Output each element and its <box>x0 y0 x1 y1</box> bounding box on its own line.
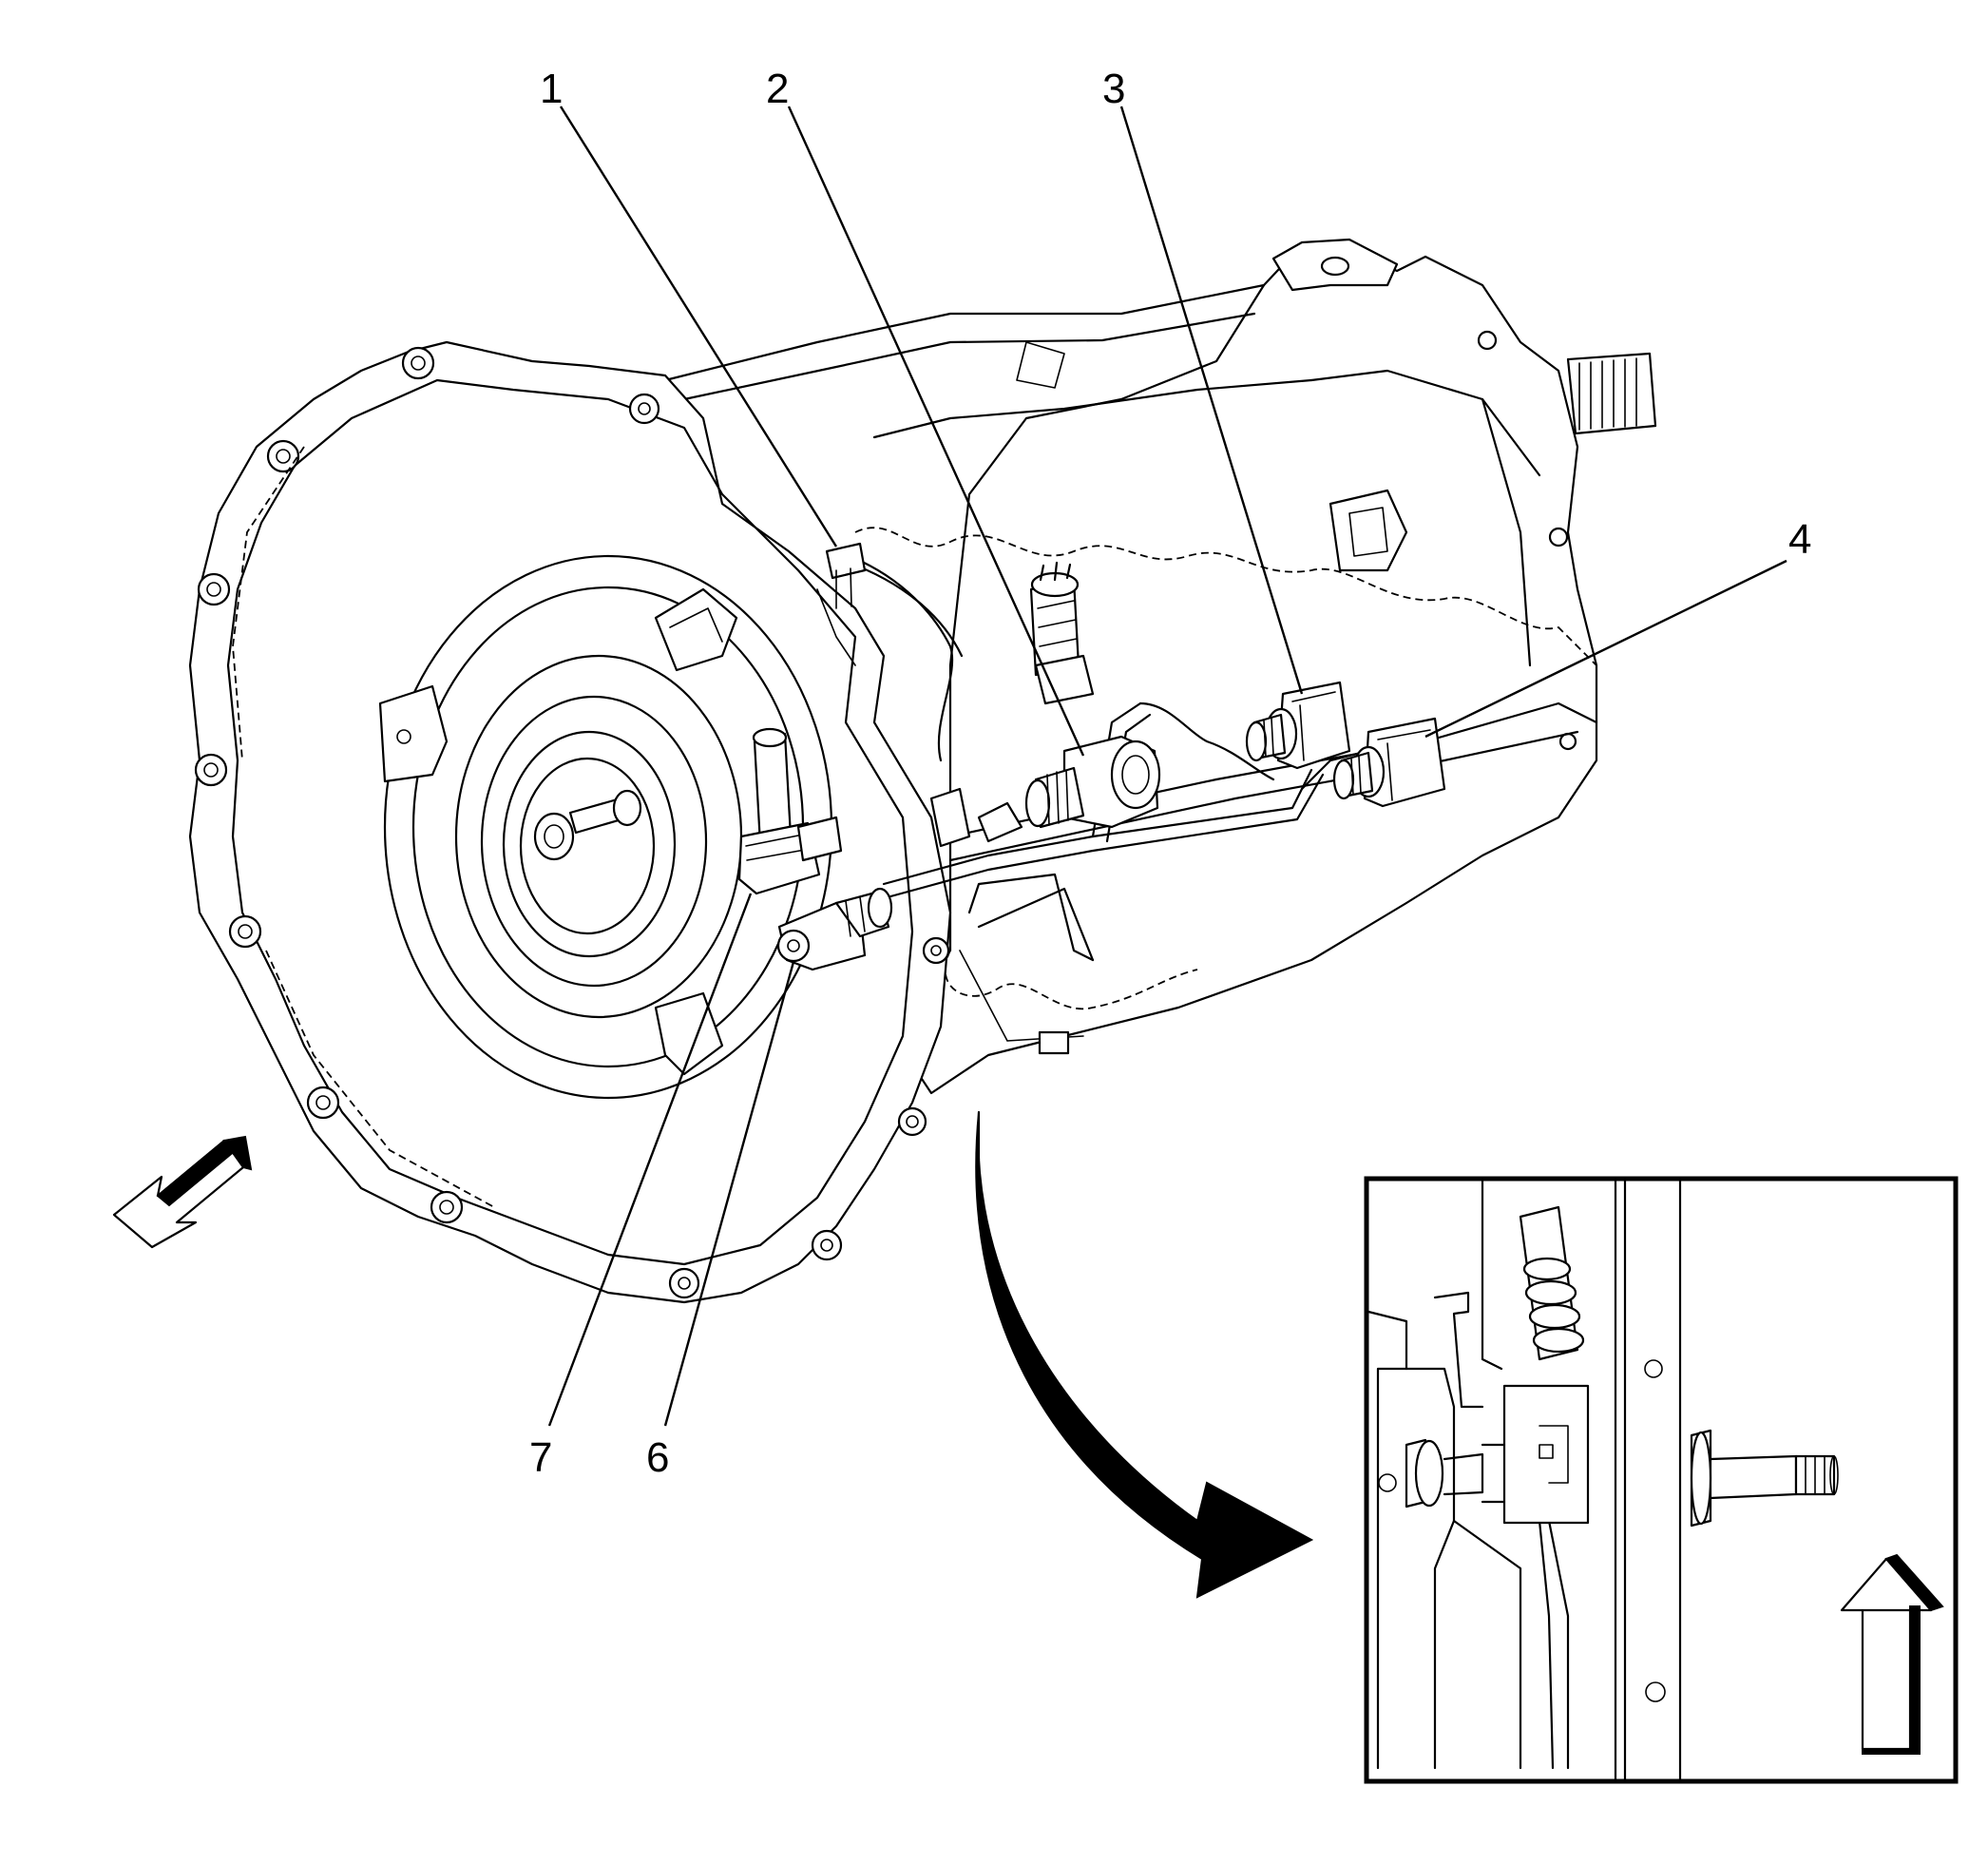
inset-connector <box>1481 1384 1590 1525</box>
detail-inset <box>1364 1176 1959 1784</box>
leader-6 <box>663 961 795 1427</box>
component-4-solenoid <box>1332 717 1446 808</box>
output-shaft <box>1566 352 1657 435</box>
callout-2: 2 <box>766 66 789 112</box>
component-1-sensor <box>816 542 867 666</box>
leader-4 <box>1424 559 1787 739</box>
leader-2 <box>787 106 1085 757</box>
callout-7: 7 <box>529 1434 552 1481</box>
component-6-sensor <box>776 887 893 971</box>
inset-frame <box>1364 1176 1959 1784</box>
callout-1: 1 <box>540 66 563 112</box>
callout-3: 3 <box>1102 66 1125 112</box>
leader-1 <box>559 106 838 548</box>
callout-6: 6 <box>646 1434 669 1481</box>
component-2-solenoid <box>1024 735 1161 829</box>
component-2-connector <box>1029 561 1095 705</box>
callout-4: 4 <box>1788 516 1811 563</box>
curved-arrow-icon <box>975 1110 1314 1599</box>
leader-3 <box>1119 106 1304 695</box>
component-7-solenoid <box>737 727 843 895</box>
component-3-solenoid <box>1245 681 1351 770</box>
torque-converter <box>378 554 833 1100</box>
inset-harness <box>1519 1205 1585 1770</box>
wiring-harness <box>834 549 1370 962</box>
arrow-front-icon <box>112 1135 253 1249</box>
bolt-bosses <box>194 346 950 1299</box>
leader-7 <box>547 893 753 1427</box>
inset-shaft <box>1405 1429 1839 1528</box>
arrow-up-icon <box>1840 1553 1944 1755</box>
